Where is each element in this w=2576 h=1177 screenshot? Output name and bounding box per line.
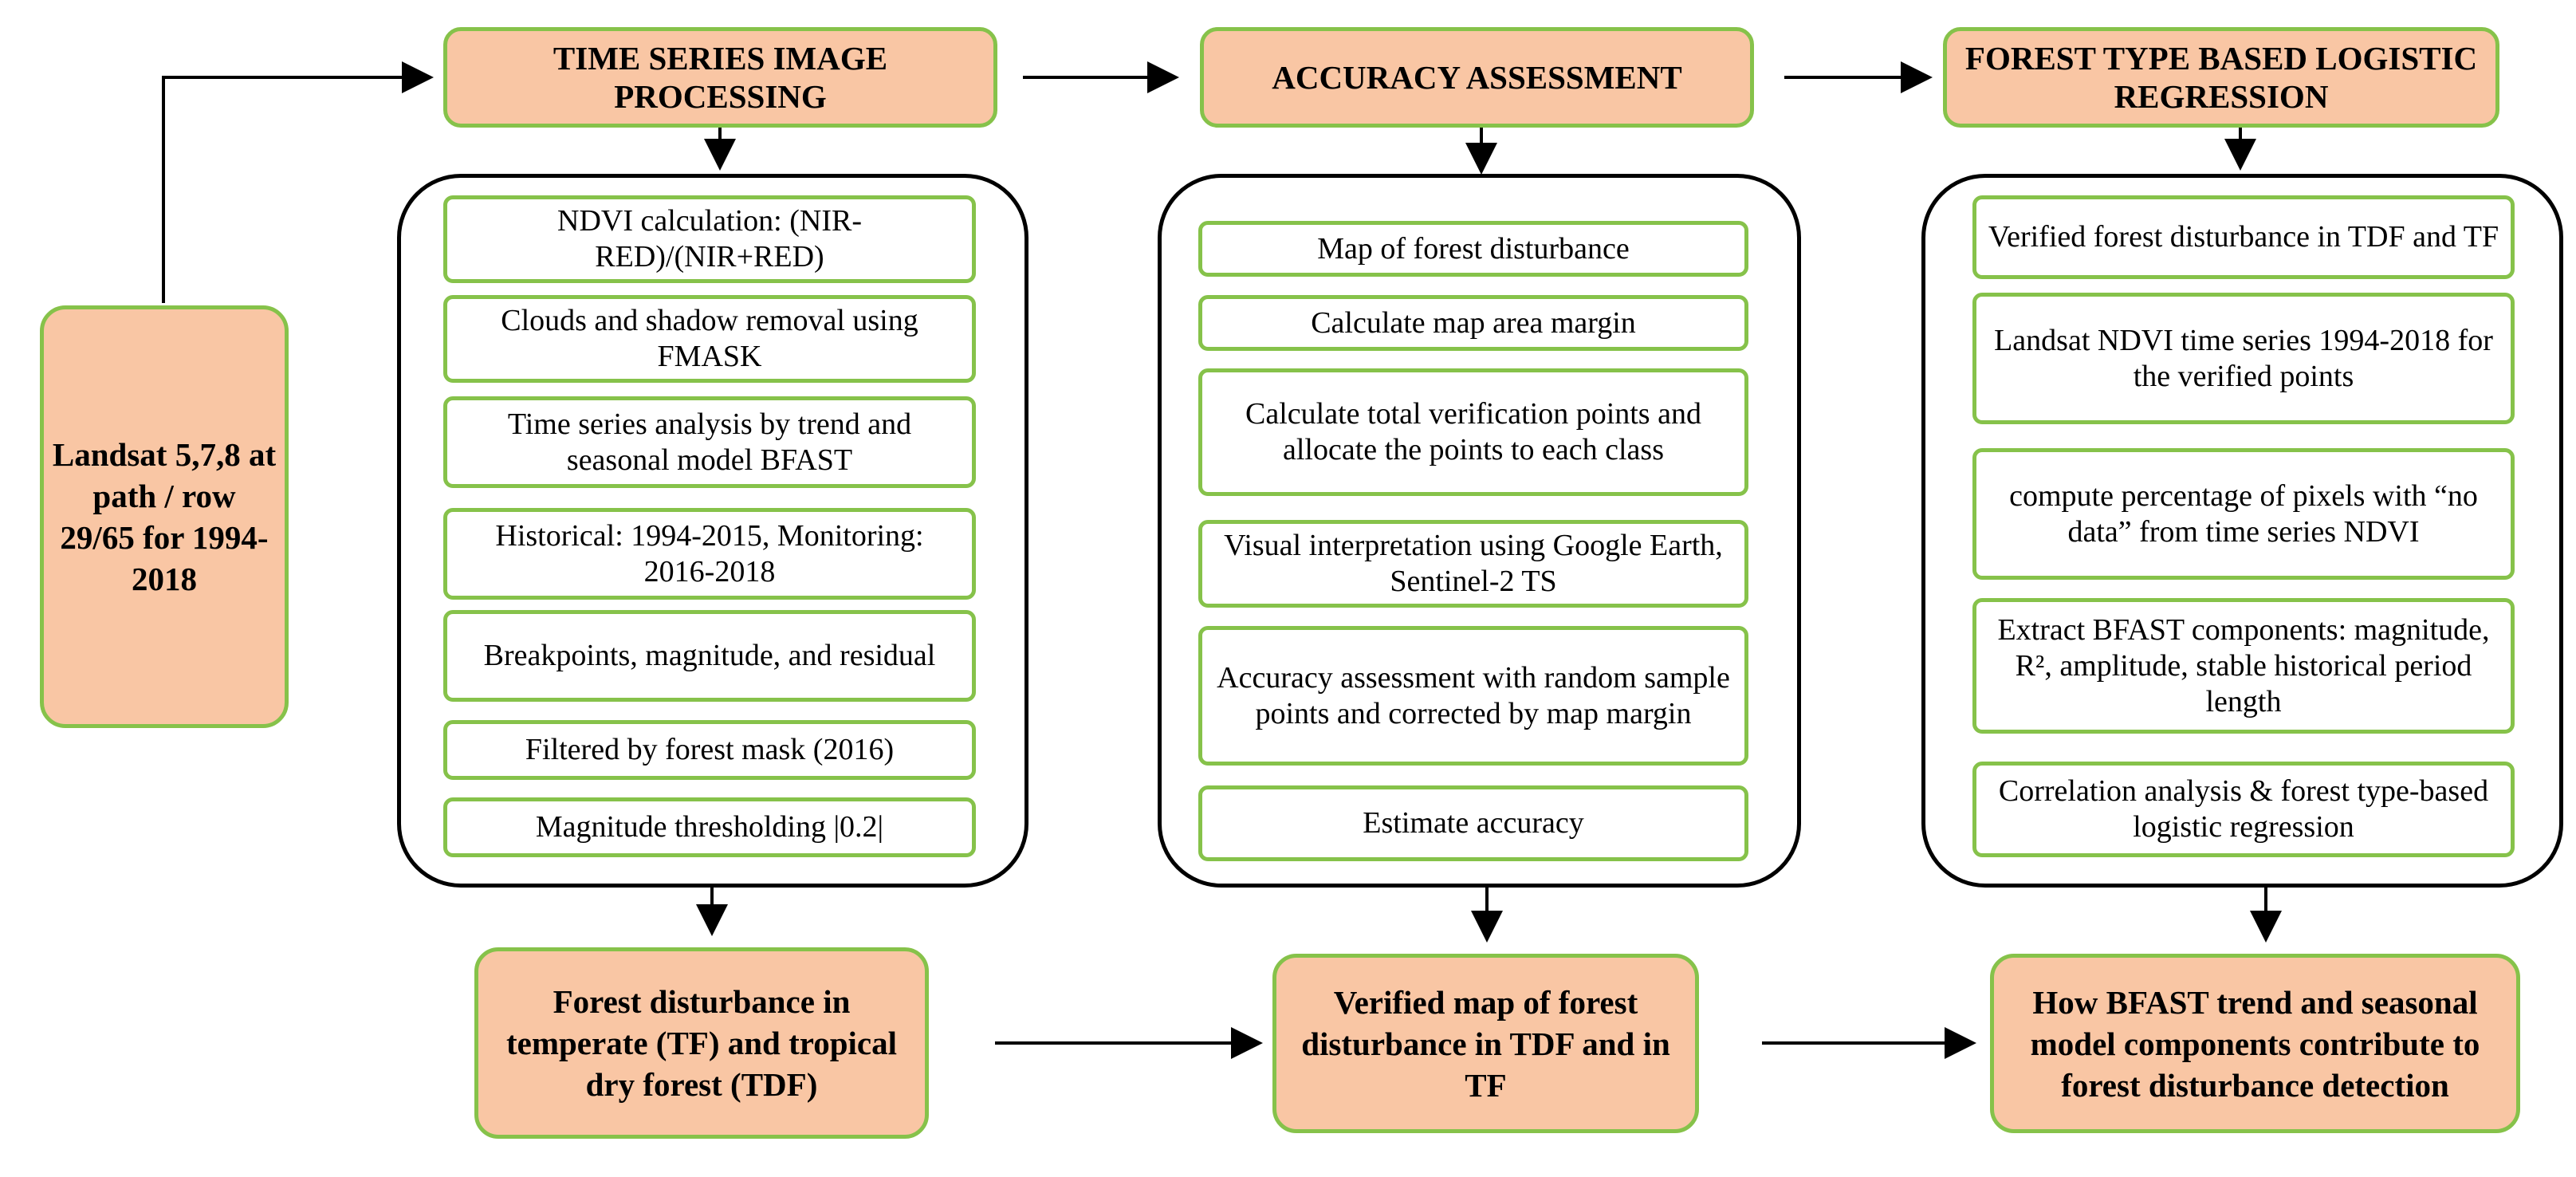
step-magnitude-threshold-text: Magnitude thresholding |0.2| <box>535 810 884 844</box>
step-magnitude-threshold: Magnitude thresholding |0.2| <box>443 797 976 857</box>
step-breakpoints-text: Breakpoints, magnitude, and residual <box>483 639 936 672</box>
step-no-data-percentage: compute percentage of pixels with “no da… <box>1972 448 2515 580</box>
landsat-source-box: Landsat 5,7,8 at path / row 29/65 for 19… <box>40 305 289 728</box>
output-bfast-contribution: How BFAST trend and seasonal model compo… <box>1990 954 2520 1133</box>
output-forest-disturbance-label: Forest disturbance in temperate (TF) and… <box>506 983 897 1103</box>
output-forest-disturbance: Forest disturbance in temperate (TF) and… <box>474 947 929 1139</box>
header-logistic-regression-label: FOREST TYPE BASED LOGISTIC REGRESSION <box>1964 40 2478 115</box>
step-ndvi-calculation-text: NDVI calculation: (NIR-RED)/(NIR+RED) <box>557 204 862 274</box>
step-estimate-accuracy-text: Estimate accuracy <box>1363 806 1584 840</box>
step-cloud-removal-text: Clouds and shadow removal using FMASK <box>501 304 918 373</box>
step-correlation-regression-text: Correlation analysis & forest type-based… <box>1998 774 2489 844</box>
step-verified-disturbance-text: Verified forest disturbance in TDF and T… <box>1988 220 2499 254</box>
output-verified-map: Verified map of forest disturbance in TD… <box>1272 954 1699 1133</box>
header-logistic-regression: FOREST TYPE BASED LOGISTIC REGRESSION <box>1943 27 2499 128</box>
step-area-margin: Calculate map area margin <box>1198 295 1748 351</box>
step-area-margin-text: Calculate map area margin <box>1311 305 1636 340</box>
step-bfast-analysis: Time series analysis by trend and season… <box>443 396 976 488</box>
step-estimate-accuracy: Estimate accuracy <box>1198 785 1748 861</box>
step-visual-interpretation: Visual interpretation using Google Earth… <box>1198 520 1748 608</box>
header-time-series-processing-label: TIME SERIES IMAGE PROCESSING <box>553 40 888 115</box>
step-correlation-regression: Correlation analysis & forest type-based… <box>1972 762 2515 857</box>
step-no-data-percentage-text: compute percentage of pixels with “no da… <box>2009 478 2478 549</box>
step-verified-disturbance: Verified forest disturbance in TDF and T… <box>1972 195 2515 279</box>
step-bfast-components-text: Extract BFAST components: magnitude, R²,… <box>1997 612 2490 718</box>
output-verified-map-label: Verified map of forest disturbance in TD… <box>1301 983 1670 1104</box>
step-forest-mask-text: Filtered by forest mask (2016) <box>525 733 895 766</box>
header-accuracy-assessment: ACCURACY ASSESSMENT <box>1200 27 1754 128</box>
header-time-series-processing: TIME SERIES IMAGE PROCESSING <box>443 27 997 128</box>
step-breakpoints: Breakpoints, magnitude, and residual <box>443 610 976 702</box>
step-verification-points: Calculate total verification points and … <box>1198 368 1748 496</box>
step-bfast-analysis-text: Time series analysis by trend and season… <box>507 407 912 477</box>
step-ndvi-calculation: NDVI calculation: (NIR-RED)/(NIR+RED) <box>443 195 976 283</box>
arrow-source-to-processing <box>162 61 434 303</box>
step-verification-points-text: Calculate total verification points and … <box>1245 397 1701 466</box>
step-cloud-removal: Clouds and shadow removal using FMASK <box>443 295 976 383</box>
output-bfast-contribution-label: How BFAST trend and seasonal model compo… <box>2030 983 2480 1104</box>
step-bfast-components: Extract BFAST components: magnitude, R²,… <box>1972 598 2515 734</box>
step-accuracy-random-sample: Accuracy assessment with random sample p… <box>1198 626 1748 766</box>
step-disturbance-map: Map of forest disturbance <box>1198 221 1748 277</box>
header-accuracy-assessment-label: ACCURACY ASSESSMENT <box>1272 59 1682 96</box>
step-historical-monitoring-text: Historical: 1994-2015, Monitoring: 2016-… <box>495 518 924 588</box>
step-landsat-ndvi-series: Landsat NDVI time series 1994-2018 for t… <box>1972 293 2515 424</box>
landsat-source-label: Landsat 5,7,8 at path / row 29/65 for 19… <box>52 436 277 597</box>
step-accuracy-random-sample-text: Accuracy assessment with random sample p… <box>1217 660 1730 730</box>
step-forest-mask: Filtered by forest mask (2016) <box>443 720 976 780</box>
step-historical-monitoring: Historical: 1994-2015, Monitoring: 2016-… <box>443 508 976 600</box>
step-visual-interpretation-text: Visual interpretation using Google Earth… <box>1224 529 1723 598</box>
step-disturbance-map-text: Map of forest disturbance <box>1317 231 1630 266</box>
step-landsat-ndvi-series-text: Landsat NDVI time series 1994-2018 for t… <box>1994 323 2493 393</box>
